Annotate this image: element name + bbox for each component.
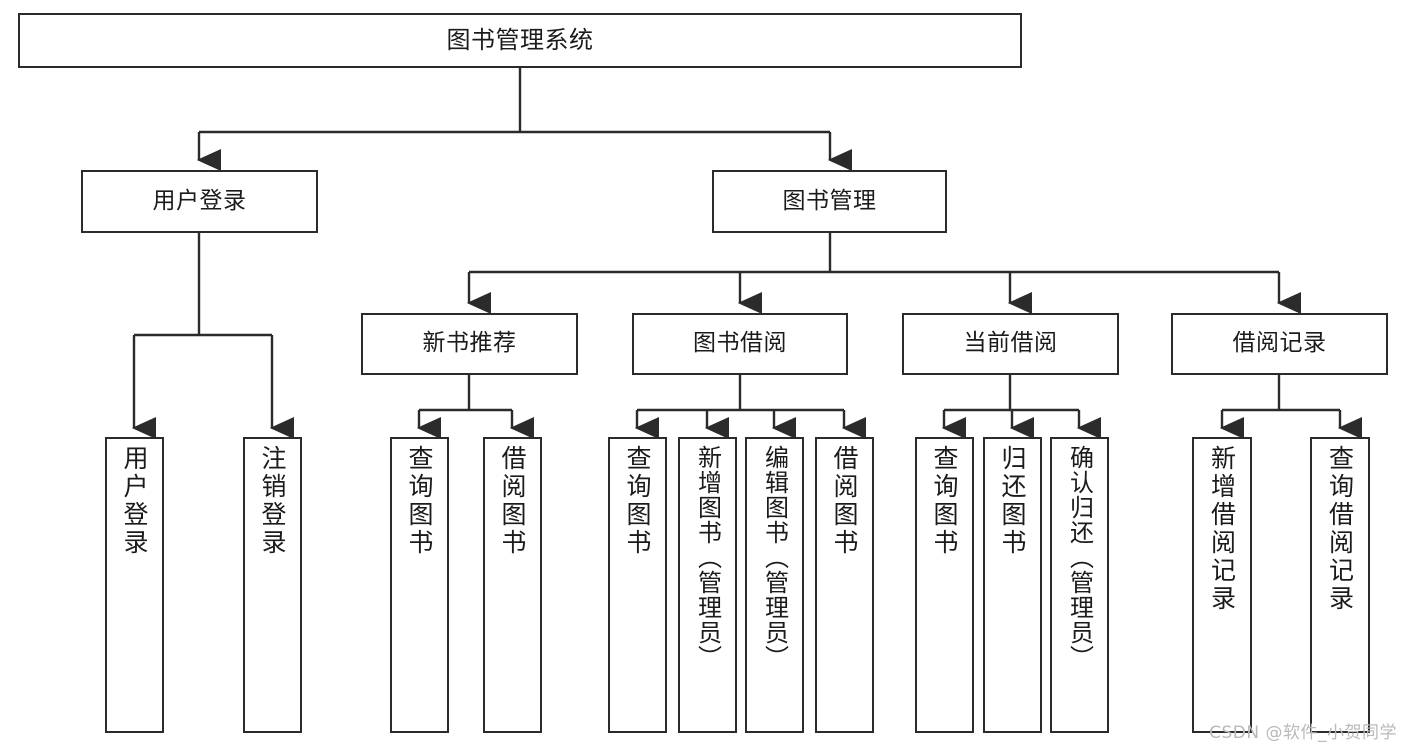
node-new-book-rec[interactable]: 新书推荐 <box>361 313 578 375</box>
node-current-borrow[interactable]: 当前借阅 <box>902 313 1119 375</box>
node-leaf-query-record[interactable]: 查询借阅记录 <box>1310 437 1370 733</box>
node-label: 用户登录 <box>152 187 247 214</box>
node-label: 新书推荐 <box>422 330 517 357</box>
node-label: 确认归还（管理员） <box>1065 445 1094 670</box>
node-label: 图书管理系统 <box>446 26 594 55</box>
node-leaf-query-book-2[interactable]: 查询图书 <box>608 437 667 733</box>
node-leaf-logout[interactable]: 注销登录 <box>243 437 302 733</box>
node-leaf-borrow-book-2[interactable]: 借阅图书 <box>815 437 874 733</box>
node-label: 图书借阅 <box>693 330 787 357</box>
node-leaf-query-book-1[interactable]: 查询图书 <box>390 437 449 733</box>
node-label: 查询借阅记录 <box>1325 445 1355 613</box>
node-leaf-add-book[interactable]: 新增图书（管理员） <box>678 437 737 733</box>
node-leaf-edit-book[interactable]: 编辑图书（管理员） <box>745 437 804 733</box>
node-label: 当前借阅 <box>963 330 1058 357</box>
node-label: 借阅记录 <box>1232 330 1327 357</box>
watermark-text: CSDN @软件_小贺同学 <box>1209 723 1397 743</box>
node-label: 借阅图书 <box>830 445 859 557</box>
node-borrow-record[interactable]: 借阅记录 <box>1171 313 1388 375</box>
node-label: 图书管理 <box>782 187 877 214</box>
node-label: 编辑图书（管理员） <box>760 445 789 670</box>
node-leaf-confirm-return[interactable]: 确认归还（管理员） <box>1050 437 1109 733</box>
node-label: 借阅图书 <box>498 445 527 557</box>
node-book-borrow[interactable]: 图书借阅 <box>632 313 848 375</box>
node-label: 新增借阅记录 <box>1207 445 1237 613</box>
node-leaf-query-book-3[interactable]: 查询图书 <box>915 437 974 733</box>
node-leaf-return-book[interactable]: 归还图书 <box>983 437 1042 733</box>
node-leaf-add-record[interactable]: 新增借阅记录 <box>1192 437 1252 733</box>
node-label: 注销登录 <box>258 445 287 557</box>
node-label: 用户登录 <box>120 445 149 557</box>
node-label: 查询图书 <box>623 445 652 557</box>
node-leaf-borrow-book-1[interactable]: 借阅图书 <box>483 437 542 733</box>
node-root-system[interactable]: 图书管理系统 <box>18 13 1022 68</box>
node-label: 查询图书 <box>405 445 434 557</box>
node-leaf-user-login[interactable]: 用户登录 <box>105 437 164 733</box>
node-label: 归还图书 <box>998 445 1027 557</box>
node-user-login[interactable]: 用户登录 <box>81 170 318 233</box>
node-label: 查询图书 <box>930 445 959 557</box>
node-book-manage[interactable]: 图书管理 <box>712 170 947 233</box>
node-label: 新增图书（管理员） <box>693 445 722 670</box>
